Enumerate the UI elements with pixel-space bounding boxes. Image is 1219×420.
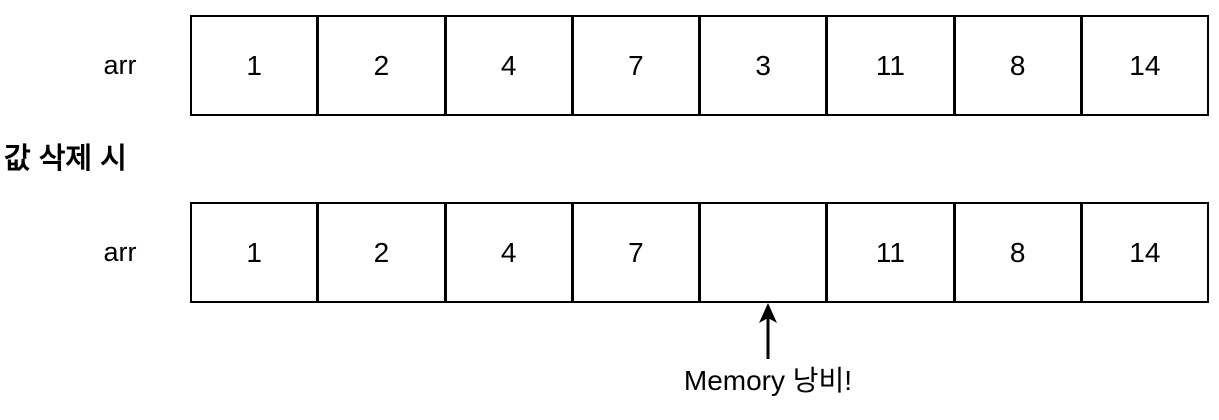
array-cell: 14 (1079, 17, 1207, 114)
array-cell: 11 (825, 17, 952, 114)
array-cell: 2 (316, 17, 443, 114)
array-after-row: arr 1 2 4 7 11 8 14 (0, 202, 1219, 303)
array-before-row: arr 1 2 4 7 3 11 8 14 (0, 15, 1219, 116)
array-cell: 8 (952, 17, 1080, 114)
array-cell-empty (698, 204, 825, 301)
section-heading: 값 삭제 시 (4, 143, 127, 175)
array-cell: 14 (1079, 204, 1207, 301)
array-after-boxes: 1 2 4 7 11 8 14 (190, 202, 1209, 303)
array-cell: 8 (952, 204, 1080, 301)
array-before-label: arr (103, 50, 137, 80)
array-cell: 7 (570, 204, 698, 301)
memory-waste-annotation: Memory 낭비! (683, 365, 853, 396)
array-cell: 3 (698, 17, 825, 114)
array-cell: 1 (246, 236, 262, 268)
array-cell: 7 (570, 17, 698, 114)
array-cell: 2 (316, 204, 443, 301)
array-after-label: arr (103, 237, 137, 267)
array-cell: 11 (825, 204, 952, 301)
array-cell: 1 (246, 49, 262, 81)
array-before-boxes: 1 2 4 7 3 11 8 14 (190, 15, 1209, 116)
array-cell: 4 (443, 204, 571, 301)
arrow-up-icon (759, 303, 777, 359)
array-cell: 4 (443, 17, 571, 114)
